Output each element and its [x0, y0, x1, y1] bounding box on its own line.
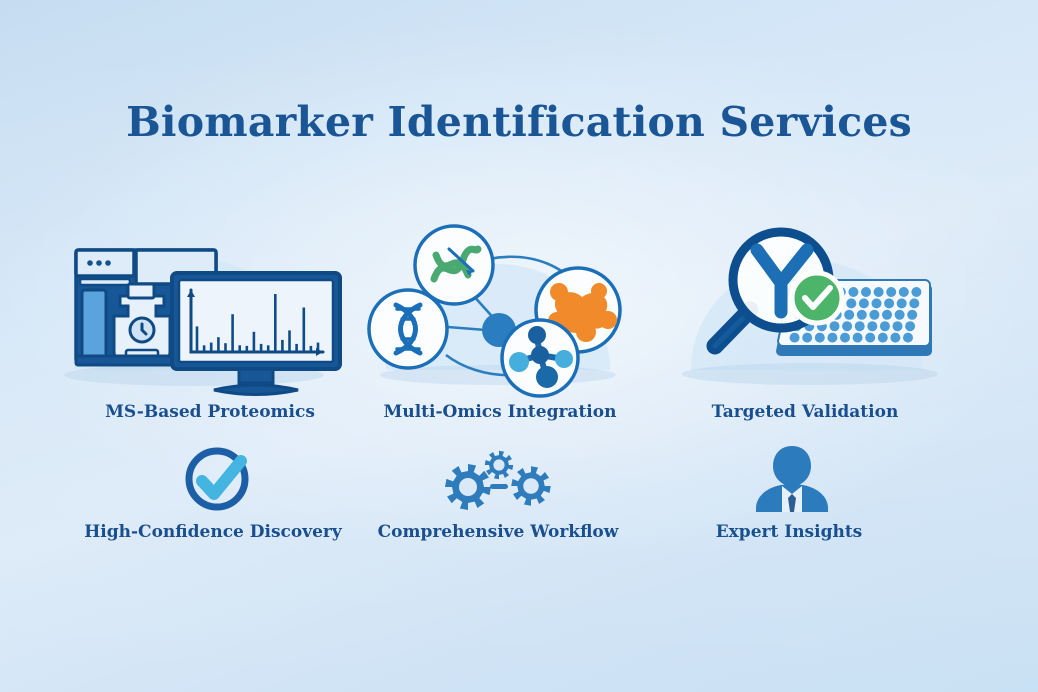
instrument-side-panel: [80, 288, 108, 362]
mass-spectrum-peaks: [195, 294, 320, 352]
node-rna-structure: [413, 224, 495, 306]
node-dna-helix: [367, 288, 449, 370]
label-ms-based-proteomics: MS-Based Proteomics: [105, 402, 315, 422]
page-title: Biomarker Identification Services: [126, 98, 912, 146]
business-person-icon: [722, 440, 862, 512]
illustration-multi-omics-integration: [350, 205, 650, 405]
floor-shadow: [682, 363, 938, 385]
validation-check-badge: [789, 270, 845, 326]
gears-icon: [428, 443, 568, 515]
antibody-icon: [750, 243, 814, 319]
label-targeted-validation: Targeted Validation: [711, 402, 899, 422]
illustration-targeted-validation: [665, 218, 965, 418]
label-multi-omics-integration: Multi-Omics Integration: [383, 402, 617, 422]
illustration-ms-based-proteomics: [54, 218, 354, 418]
instrument-sample-chamber: [112, 282, 172, 362]
label-comprehensive-workflow: Comprehensive Workflow: [377, 522, 619, 542]
spectrum-monitor: [170, 271, 342, 396]
check-circle-icon: [147, 443, 287, 515]
label-expert-insights: Expert Insights: [715, 522, 863, 542]
node-molecule: [500, 318, 580, 398]
label-high-confidence-discovery: High-Confidence Discovery: [84, 522, 342, 542]
